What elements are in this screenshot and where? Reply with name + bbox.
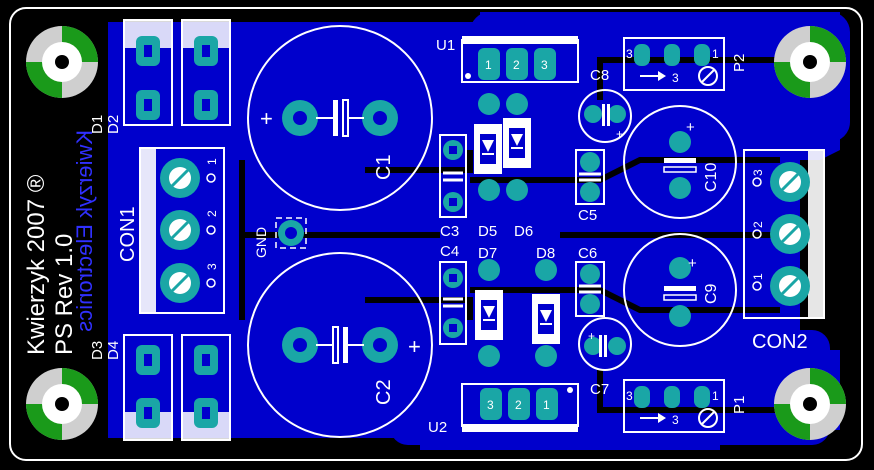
u1-pin-2: 2 [513, 58, 520, 72]
con2-pin-3: 3 [751, 169, 765, 176]
label-c3: C3 [440, 223, 459, 240]
author-text: Kwierzyk 2007 ® [23, 174, 50, 355]
con2-pin-1: 1 [751, 273, 765, 280]
u1-pin-1: 1 [485, 58, 492, 72]
connector-con2 [743, 149, 825, 319]
c9-plus: + [688, 255, 697, 272]
con1-pin-3: 3 [205, 263, 219, 270]
label-p1: P1 [731, 396, 748, 414]
label-c1: C1 [373, 154, 395, 180]
p2-pin-1: 1 [712, 47, 719, 61]
p1-pin-1: 1 [712, 389, 719, 403]
u2-pin-1: 1 [543, 398, 550, 412]
p1-wiper: 3 [672, 413, 679, 427]
p1-pin-3: 3 [626, 389, 633, 403]
isolation-gaps [239, 57, 780, 413]
mounting-hole-br [774, 368, 846, 440]
revision-text: PS Rev 1.0 [51, 234, 78, 355]
con1-pin-1: 1 [205, 158, 219, 165]
con2-pin-2: 2 [751, 221, 765, 228]
c8-plus: + [616, 127, 623, 141]
board-outline [9, 7, 863, 461]
capacitor-c2 [247, 252, 433, 438]
label-d2: D2 [105, 115, 122, 134]
capacitor-c6 [575, 261, 605, 317]
label-d8: D8 [536, 245, 555, 262]
diodes-d5-d6 [474, 93, 531, 201]
c7-plus: + [588, 329, 595, 343]
label-d4: D4 [105, 341, 122, 360]
c10-plus: + [686, 119, 695, 136]
diodes-d1-d2 [123, 19, 231, 126]
capacitor-c9 [623, 233, 737, 347]
label-c8: C8 [590, 67, 609, 84]
label-d1: D1 [89, 115, 106, 134]
label-p2: P2 [731, 54, 748, 72]
regulator-u2 [461, 383, 579, 432]
label-d7: D7 [478, 245, 497, 262]
label-c9: C9 [703, 283, 720, 304]
capacitor-c7 [578, 317, 632, 371]
capacitor-c5 [575, 149, 605, 205]
label-d3: D3 [89, 341, 106, 360]
capacitor-c4 [439, 261, 467, 345]
label-c7: C7 [590, 381, 609, 398]
con1-pin-2: 2 [205, 210, 219, 217]
capacitor-c1 [247, 25, 433, 211]
p2-wiper: 3 [672, 71, 679, 85]
mounting-hole-tl [26, 26, 98, 98]
label-d6: D6 [514, 223, 533, 240]
capacitor-c8 [578, 89, 632, 143]
mounting-hole-tr [774, 26, 846, 98]
label-u1: U1 [436, 37, 455, 54]
u2-pin-3: 3 [487, 398, 494, 412]
mounting-hole-bl [26, 368, 98, 440]
diodes-d3-d4 [123, 334, 231, 441]
label-con2: CON2 [752, 331, 808, 353]
connector-con1 [139, 147, 225, 314]
trimmer-p1 [623, 379, 725, 433]
label-c5: C5 [578, 207, 597, 224]
trimmer-p2 [623, 37, 725, 91]
u2-pin-2: 2 [515, 398, 522, 412]
label-c4: C4 [440, 243, 459, 260]
u1-pin-3: 3 [541, 58, 548, 72]
label-c2: C2 [373, 379, 395, 405]
gnd-pad [275, 217, 307, 249]
diodes-d7-d8 [475, 259, 560, 367]
p2-pin-3: 3 [626, 47, 633, 61]
label-d5: D5 [478, 223, 497, 240]
mirrored-text: Kwierzyk Electronics [72, 130, 97, 332]
label-con1: CON1 [117, 206, 139, 262]
regulator-u1 [461, 36, 579, 83]
capacitor-c3 [439, 134, 467, 218]
label-c10: C10 [703, 163, 720, 192]
capacitor-c10 [623, 105, 737, 219]
label-gnd: GND [253, 227, 269, 258]
label-c6: C6 [578, 245, 597, 262]
c1-plus: + [260, 106, 273, 131]
label-u2: U2 [428, 419, 447, 436]
c2-plus: + [408, 334, 421, 359]
